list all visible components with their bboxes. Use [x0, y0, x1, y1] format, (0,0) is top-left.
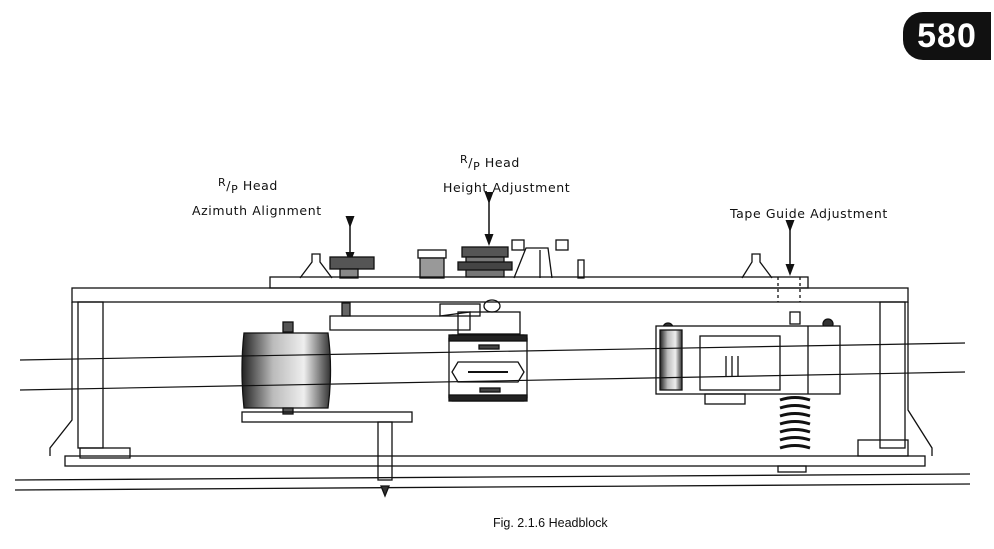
top-adjusters — [299, 239, 773, 279]
main-plate — [71, 287, 909, 303]
azimuth-label-head: R/P Head — [218, 176, 278, 196]
right-pillar — [879, 301, 906, 449]
left-tape-guide-roller — [241, 321, 413, 498]
figure-caption: Fig. 2.1.6 Headblock — [493, 516, 608, 530]
height-label-head: R/P Head — [460, 153, 520, 173]
tape-lower-edge — [19, 371, 966, 391]
rp-head — [448, 334, 528, 402]
adjustment-arrows — [345, 192, 795, 276]
tape-guide-adjustment-label: Tape Guide Adjustment — [730, 206, 888, 221]
right-tape-guide-assembly — [655, 311, 841, 473]
tape-upper-edge — [19, 342, 966, 361]
height-adjustment-label: Height Adjustment — [443, 180, 571, 195]
azimuth-alignment-label: Azimuth Alignment — [192, 203, 322, 218]
page-number-badge: 580 — [903, 12, 991, 60]
left-pillar — [77, 301, 104, 449]
base-plate — [64, 455, 926, 467]
